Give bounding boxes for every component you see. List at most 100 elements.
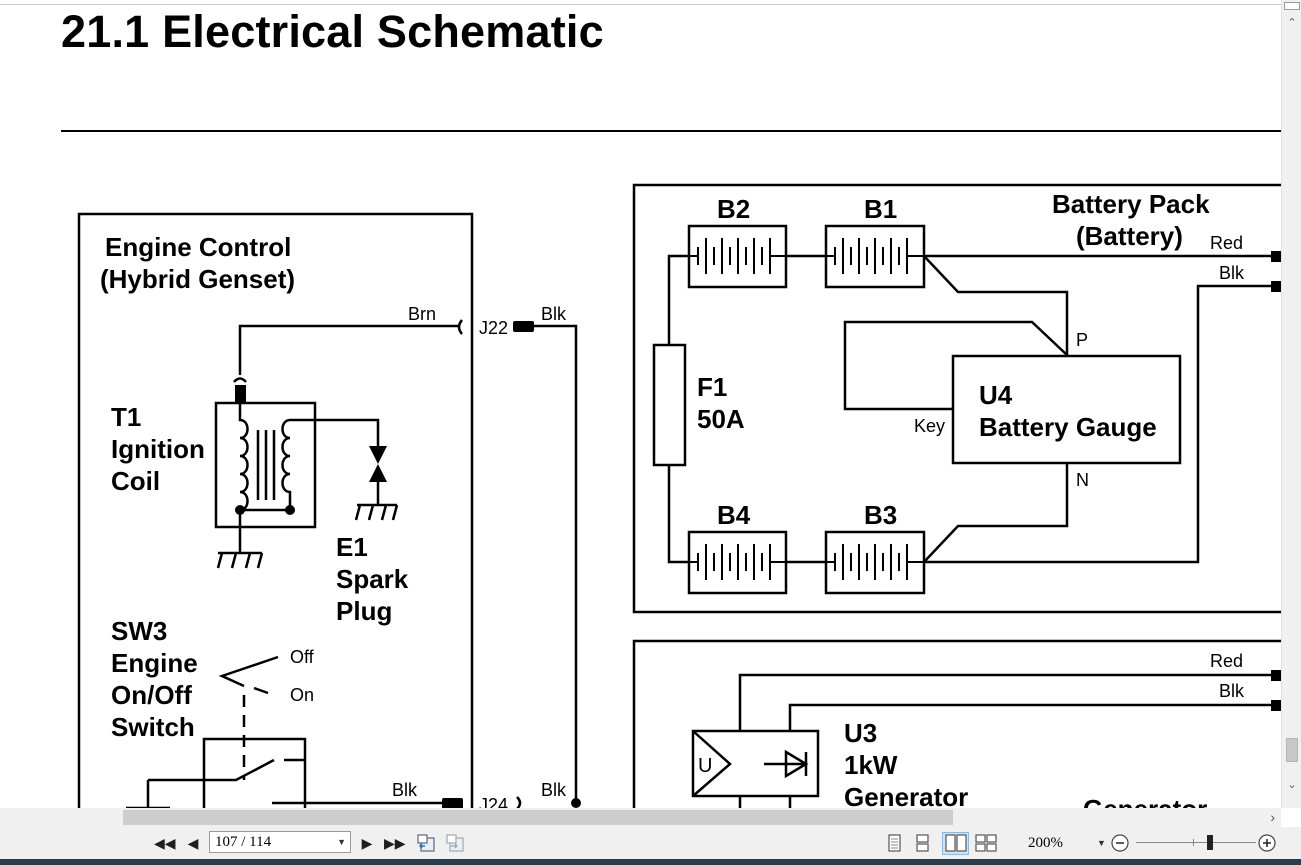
coil-terminal [235, 385, 246, 403]
connector-j24-male [442, 798, 463, 808]
coil-secondary [281, 418, 380, 510]
vertical-scroll-thumb[interactable] [1286, 738, 1298, 762]
label-blk-switch: Blk [392, 780, 418, 800]
battery-b3 [824, 530, 926, 595]
ground-symbol-switch [126, 780, 170, 808]
label-off: Off [290, 647, 315, 667]
switch-contact-dash [253, 686, 269, 695]
label-blk-j22: Blk [541, 304, 567, 324]
zoom-slider-thumb[interactable] [1207, 835, 1213, 850]
label-t1: T1 [111, 402, 141, 432]
label-spark: Spark [336, 564, 409, 594]
electrical-schematic: Engine Control (Hybrid Genset) Brn J22 B… [77, 183, 1281, 808]
zoom-slider-track[interactable] [1136, 842, 1256, 843]
wire-battery-left-loop [667, 254, 689, 564]
ignition-coil-box [214, 401, 317, 529]
page-top-rule [0, 4, 1281, 5]
generator-lower-leads [738, 796, 792, 808]
label-b3: B3 [864, 500, 897, 530]
wire-b3-blk [924, 284, 1281, 564]
label-u-symbol: U [698, 755, 712, 777]
page-indicator-text: 107 / 114 [215, 834, 272, 850]
continuous-page-icon[interactable] [915, 834, 931, 852]
label-u4: U4 [979, 380, 1013, 410]
scroll-up-icon[interactable]: ⌃ [1287, 17, 1297, 29]
ground-symbol-coil [216, 551, 264, 569]
label-f1: F1 [697, 372, 727, 402]
label-j22: J22 [479, 318, 508, 338]
page-number-input[interactable]: 107 / 114 ▼ [209, 831, 351, 853]
previous-page-icon[interactable]: ◀ [187, 835, 199, 851]
connector-j22-male [513, 321, 534, 332]
wire-n-to-b3 [923, 464, 1069, 563]
zoom-out-icon[interactable] [1110, 833, 1130, 853]
label-b4: B4 [717, 500, 751, 530]
zoom-dropdown-icon[interactable]: ▼ [1097, 838, 1106, 848]
battery-pack-title-1: Battery Pack [1052, 189, 1210, 219]
last-page-icon[interactable]: ▶▶ [384, 835, 406, 851]
zoom-level[interactable]: 200% [1028, 835, 1063, 851]
label-n: N [1076, 470, 1089, 490]
zoom-slider-tick [1193, 839, 1194, 846]
label-b2: B2 [717, 194, 750, 224]
continuous-facing-icon[interactable] [975, 834, 997, 852]
go-forward-view-icon[interactable] [445, 833, 465, 853]
single-page-icon[interactable] [887, 834, 903, 852]
switch-inner-contact [148, 758, 305, 782]
battery-b4 [687, 530, 788, 595]
vertical-scrollbar[interactable]: ⌃ ⌄ [1281, 0, 1301, 808]
horizontal-scrollbar[interactable]: › [0, 808, 1281, 827]
engine-control-title-2: (Hybrid Genset) [100, 264, 295, 294]
wire-b1-to-p [923, 255, 1069, 355]
horizontal-scroll-thumb[interactable] [123, 810, 953, 825]
ground-symbol-spark [354, 503, 399, 521]
wire-key-loop [843, 320, 1068, 411]
terminal-blk [1271, 281, 1281, 292]
wire-blk-vertical [530, 324, 578, 803]
label-switch: Switch [111, 712, 195, 742]
battery-pack-box [632, 183, 1281, 614]
scroll-right-icon[interactable]: › [1270, 809, 1275, 825]
label-blk: Blk [1219, 263, 1245, 283]
junction-dot-j24 [571, 798, 581, 808]
battery-gauge-u4 [951, 354, 1182, 465]
go-back-view-icon[interactable] [416, 833, 436, 853]
label-key: Key [914, 416, 945, 436]
wire-gen-red [738, 673, 1281, 730]
scroll-down-icon[interactable]: ⌄ [1287, 779, 1297, 791]
label-50a: 50A [697, 404, 745, 434]
title-rule [61, 130, 1281, 132]
page-title: 21.1 Electrical Schematic [61, 6, 604, 57]
battery-b1 [824, 224, 926, 289]
spark-gap-lower [369, 464, 387, 482]
next-page-icon[interactable]: ▶ [361, 835, 373, 851]
label-sw3: SW3 [111, 616, 167, 646]
fuse-f1 [652, 343, 687, 467]
page-dropdown-icon[interactable]: ▼ [337, 837, 346, 847]
label-u3: U3 [844, 718, 877, 748]
coil-primary [238, 403, 249, 512]
first-page-icon[interactable]: ◀◀ [154, 835, 176, 851]
generator-box [632, 639, 1281, 808]
label-blk-j24: Blk [541, 780, 567, 800]
scrollbar-top-cap [1284, 2, 1300, 10]
zoom-in-icon[interactable] [1257, 833, 1277, 853]
label-ignition: Ignition [111, 434, 205, 464]
label-battery-gauge: Battery Gauge [979, 412, 1157, 442]
label-brn: Brn [408, 304, 436, 324]
document-page: 21.1 Electrical Schematic [0, 4, 1281, 808]
label-red: Red [1210, 233, 1243, 253]
facing-pages-icon[interactable] [945, 834, 967, 852]
label-plug: Plug [336, 596, 392, 626]
converter-symbol [692, 730, 732, 797]
connector-j22-female [457, 319, 463, 335]
label-e1: E1 [336, 532, 368, 562]
diode-symbol [764, 749, 809, 779]
switch-body-box [202, 737, 307, 808]
connector-j24-female [516, 796, 522, 808]
battery-pack-title-2: (Battery) [1076, 221, 1183, 251]
label-onoff: On/Off [111, 680, 192, 710]
label-gen-blk: Blk [1219, 681, 1245, 701]
wire-brn [238, 324, 460, 375]
engine-control-title-1: Engine Control [105, 232, 291, 262]
